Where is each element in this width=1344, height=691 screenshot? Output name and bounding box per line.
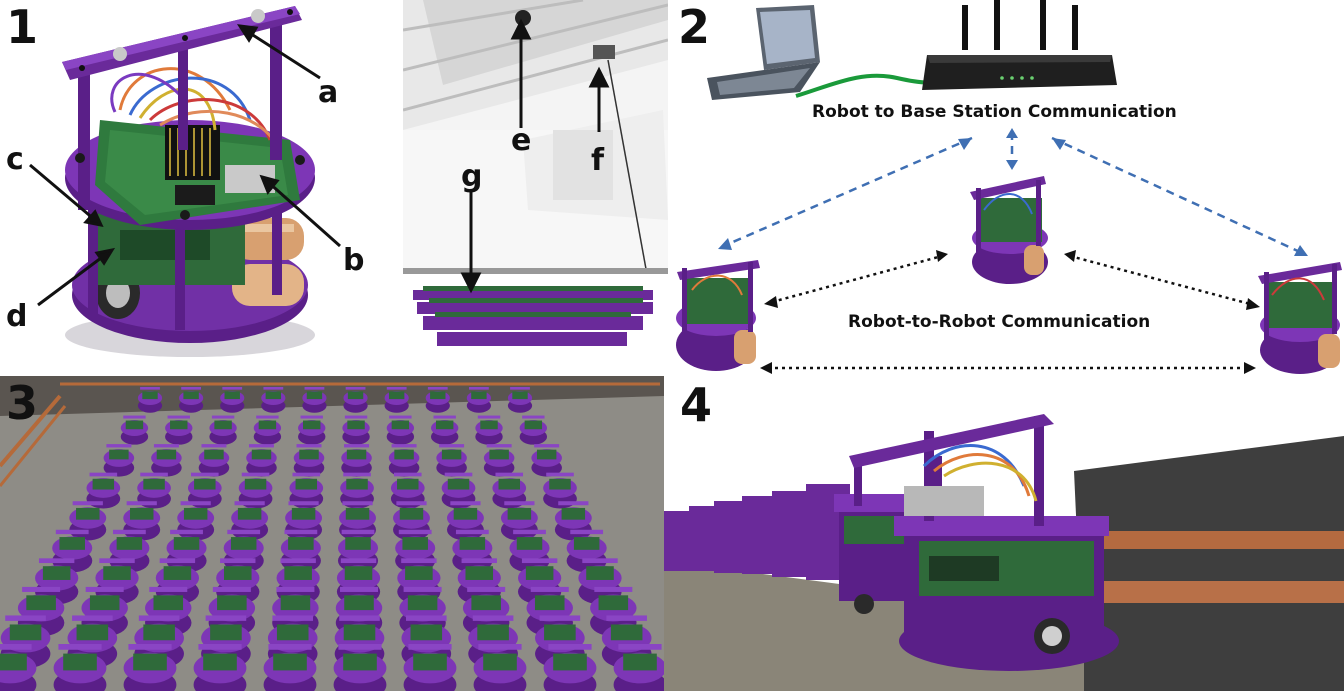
panel-3-swarm-photo: 3 bbox=[0, 376, 664, 691]
arena-photo bbox=[403, 0, 668, 372]
panel-1-robot-closeup: 1 a b c d bbox=[0, 0, 395, 372]
panel-arena-photo: e f g bbox=[403, 0, 668, 372]
base-station-communication-label: Robot to Base Station Communication bbox=[812, 102, 1177, 122]
panel-4-robot-row-photo: 4 bbox=[664, 376, 1344, 691]
label-f: f bbox=[591, 143, 605, 178]
panel-2-communication-diagram: 2 Robot to Base Station Communication Ro… bbox=[672, 0, 1344, 378]
communication-diagram bbox=[676, 0, 1342, 374]
label-a: a bbox=[318, 75, 339, 110]
panel-number-4: 4 bbox=[680, 378, 713, 432]
robot-to-robot-communication-label: Robot-to-Robot Communication bbox=[848, 312, 1151, 332]
label-g: g bbox=[461, 159, 483, 194]
router-icon bbox=[922, 0, 1117, 90]
robot-row-photo bbox=[664, 376, 1344, 691]
swarm-photo bbox=[0, 376, 664, 691]
panel-number-3: 3 bbox=[6, 376, 39, 430]
panel-number-1: 1 bbox=[6, 0, 39, 54]
panel-number-2: 2 bbox=[678, 0, 711, 54]
label-e: e bbox=[511, 123, 532, 158]
laptop-icon bbox=[707, 5, 820, 100]
robot-closeup-photo bbox=[29, 6, 341, 357]
label-d: d bbox=[6, 299, 28, 334]
label-c: c bbox=[6, 142, 24, 177]
label-b: b bbox=[343, 243, 365, 278]
